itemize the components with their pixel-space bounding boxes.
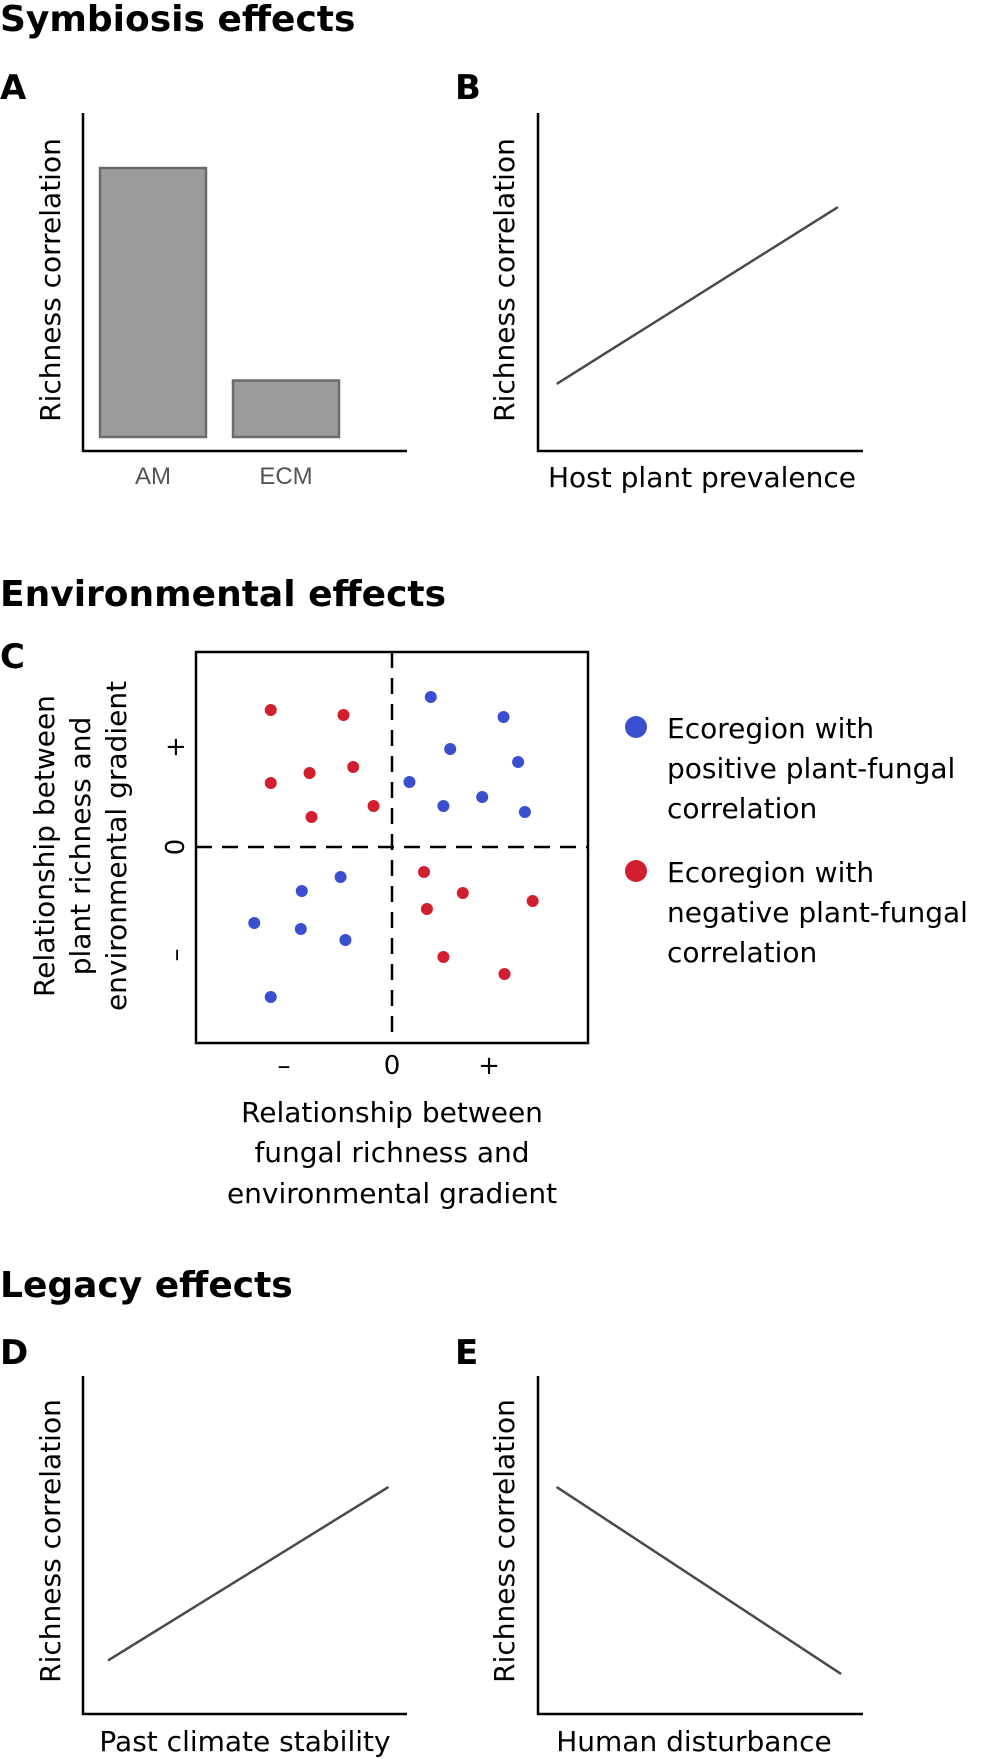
- point-negative-12: [437, 951, 450, 963]
- point-positive-13: [339, 934, 352, 946]
- legend-negative-line-2: negative plant-fungal: [667, 896, 968, 929]
- point-positive-9: [334, 871, 347, 883]
- point-positive-14: [264, 991, 277, 1003]
- point-positive-8: [518, 806, 531, 818]
- point-negative-6: [367, 800, 380, 812]
- panel-a-y-axis-title: Richness correlation: [34, 138, 67, 422]
- point-negative-1: [264, 704, 277, 716]
- point-positive-6: [476, 791, 489, 803]
- point-negative-9: [456, 887, 469, 899]
- point-positive-11: [248, 917, 261, 929]
- panel-label-a: A: [0, 68, 27, 108]
- legend-marker-positive: [625, 716, 647, 738]
- point-positive-10: [295, 885, 308, 897]
- legend-positive-line-3: correlation: [667, 792, 817, 825]
- point-positive-12: [294, 923, 307, 935]
- x-tick-label-ecm: ECM: [259, 463, 312, 490]
- panel-e: E Richness correlation Human disturbance: [455, 1333, 863, 1758]
- point-negative-3: [347, 761, 360, 773]
- point-negative-4: [303, 767, 316, 779]
- panel-label-e: E: [455, 1333, 478, 1373]
- point-positive-5: [403, 776, 416, 788]
- panel-c-x-axis-title-line-3: environmental gradient: [227, 1177, 557, 1210]
- section-title-legacy: Legacy effects: [0, 1265, 293, 1306]
- point-negative-8: [418, 866, 431, 878]
- panel-c-legend: Ecoregion with positive plant-fungal cor…: [625, 712, 968, 969]
- point-negative-11: [420, 903, 433, 915]
- bar-ecm: [231, 379, 341, 439]
- panel-e-y-axis-title: Richness correlation: [488, 1399, 521, 1683]
- point-positive-3: [444, 743, 457, 755]
- legend-positive-line-2: positive plant-fungal: [667, 752, 955, 785]
- section-title-environmental: Environmental effects: [0, 574, 446, 615]
- panel-label-b: B: [455, 68, 481, 108]
- panel-label-c: C: [0, 637, 25, 677]
- panel-e-trend-line: [556, 1486, 842, 1675]
- panel-c-points: [248, 691, 539, 1003]
- point-negative-7: [305, 811, 318, 823]
- panel-c-x-axis-title-line-1: Relationship between: [241, 1096, 543, 1129]
- panel-d: D Richness correlation Past climate stab…: [0, 1333, 407, 1758]
- panel-b: B Richness correlation Host plant preval…: [455, 68, 863, 494]
- legend-negative-line-3: correlation: [667, 936, 817, 969]
- panel-d-trend-line: [107, 1486, 389, 1662]
- panel-label-d: D: [0, 1333, 28, 1373]
- panel-c-y-axis-title-line-3: environmental gradient: [100, 681, 133, 1011]
- point-negative-5: [264, 777, 277, 789]
- point-positive-2: [497, 711, 510, 723]
- panel-c-x-tick-zero: 0: [384, 1051, 401, 1081]
- panel-c: C – 0 + – 0 + Relationship between plant…: [0, 637, 968, 1210]
- panel-c-x-tick-plus: +: [478, 1051, 500, 1081]
- point-negative-2: [337, 709, 350, 721]
- panel-e-x-axis-title: Human disturbance: [556, 1725, 832, 1758]
- x-tick-label-am: AM: [135, 463, 171, 490]
- point-negative-13: [498, 968, 511, 980]
- legend-marker-negative: [625, 860, 647, 882]
- panel-c-y-axis-title-line-2: plant richness and: [64, 717, 97, 976]
- panel-b-y-axis-title: Richness correlation: [488, 138, 521, 422]
- panel-c-y-axis-title: Relationship between plant richness and …: [28, 681, 133, 1011]
- panel-c-y-axis-title-line-1: Relationship between: [28, 695, 61, 997]
- legend-negative-line-1: Ecoregion with: [667, 856, 874, 889]
- point-negative-10: [526, 895, 539, 907]
- panel-c-y-tick-minus: –: [161, 949, 191, 962]
- bar-am: [98, 166, 208, 439]
- legend-positive-line-1: Ecoregion with: [667, 712, 874, 745]
- point-positive-7: [437, 800, 450, 812]
- panel-b-trend-line: [556, 206, 839, 385]
- panel-d-y-axis-title: Richness correlation: [34, 1399, 67, 1683]
- section-title-symbiosis: Symbiosis effects: [0, 0, 355, 40]
- panel-b-x-axis-title: Host plant prevalence: [548, 461, 856, 494]
- panel-a: A Richness correlation AM ECM: [0, 68, 407, 490]
- panel-d-x-axis-title: Past climate stability: [99, 1725, 390, 1758]
- point-positive-1: [424, 691, 437, 703]
- panel-c-y-tick-plus: +: [161, 736, 191, 758]
- panel-c-x-axis-title-line-2: fungal richness and: [254, 1136, 529, 1169]
- point-positive-4: [512, 756, 525, 768]
- panel-c-x-tick-minus: –: [278, 1051, 291, 1081]
- panel-a-bars: AM ECM: [98, 166, 341, 490]
- panel-c-y-tick-zero: 0: [161, 839, 191, 856]
